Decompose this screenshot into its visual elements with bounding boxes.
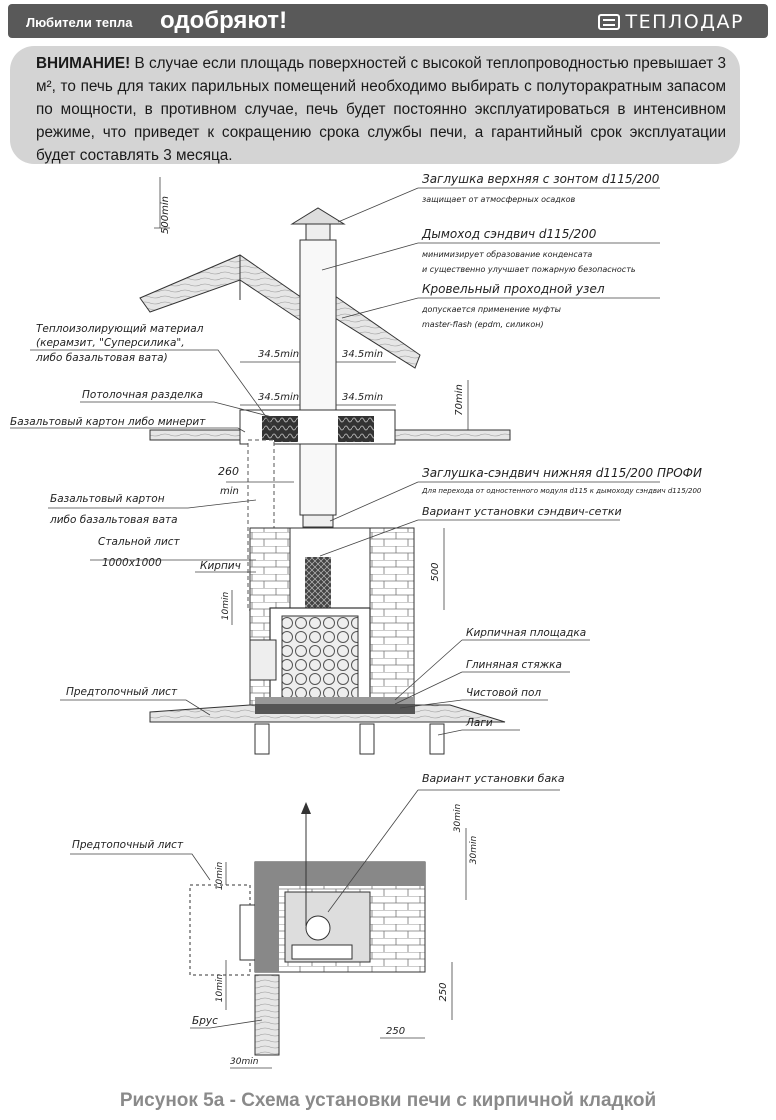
dim-min: min	[220, 486, 239, 497]
dim-34-5-a: 34.5min	[258, 349, 299, 360]
dim-500: 500	[430, 562, 441, 581]
label-insulation-2: (керамзит, "Суперсилика",	[36, 337, 185, 349]
dim-260: 260	[218, 465, 239, 478]
label-brick: Кирпич	[200, 560, 241, 572]
tagline-big: одобряют!	[160, 7, 288, 34]
label-joists: Лаги	[465, 717, 493, 729]
dim-30min-b: 30min	[469, 835, 479, 864]
label-basalt-wall-2: либо базальтовая вата	[49, 514, 178, 526]
dim-70min: 70min	[454, 384, 465, 416]
label-beam: Брус	[192, 1015, 218, 1027]
label-sandwich-note2: и существенно улучшает пожарную безопасн…	[422, 265, 636, 274]
brand-name: ТЕПЛОДАР	[625, 11, 744, 33]
dim-34-5-d: 34.5min	[342, 392, 383, 403]
installation-diagram: Заглушка верхняя с зонтом d115/200 защищ…	[10, 172, 702, 1069]
label-cap-top: Заглушка верхняя с зонтом d115/200	[422, 172, 660, 186]
brand-logo: ТЕПЛОДАР	[597, 11, 744, 33]
plan-view	[189, 802, 426, 1056]
label-mesh-option: Вариант установки сэндвич-сетки	[422, 505, 622, 518]
label-basalt-board: Базальтовый картон либо минерит	[10, 416, 206, 428]
dim-250-a: 250	[438, 982, 449, 1001]
label-pre-furnace-2: Предтопочный лист	[72, 839, 184, 851]
header-banner: Любители тепла одобряют! ТЕПЛОДАР	[8, 4, 768, 38]
dim-30min-a: 30min	[453, 803, 463, 832]
dim-10min-b: 10min	[215, 861, 225, 890]
dim-34-5-b: 34.5min	[342, 349, 383, 360]
label-roof-unit-note1: допускается применение муфты	[421, 305, 561, 314]
warning-box: ВНИМАНИЕ! В случае если площадь поверхно…	[10, 46, 740, 164]
label-tank-option: Вариант установки бака	[422, 772, 565, 785]
label-clay-screed: Глиняная стяжка	[466, 659, 562, 671]
label-basalt-wall-1: Базальтовый картон	[50, 493, 165, 505]
label-steel-sheet-2: 1000x1000	[102, 557, 162, 569]
label-insulation-3: либо базальтовая вата)	[35, 352, 168, 364]
label-cap-bottom: Заглушка-сэндвич нижняя d115/200 ПРОФИ	[422, 466, 702, 480]
dim-10min-a: 10min	[221, 591, 231, 620]
dim-10min-c: 10min	[215, 973, 225, 1002]
floor	[149, 697, 506, 755]
label-finish-floor: Чистовой пол	[466, 687, 541, 699]
tagline-small: Любители тепла	[26, 15, 133, 30]
label-cap-top-note: защищает от атмосферных осадков	[422, 195, 576, 204]
dim-250-b: 250	[386, 1026, 405, 1037]
warning-lead: ВНИМАНИЕ!	[36, 55, 131, 72]
label-insulation-1: Теплоизолирующий материал	[36, 323, 204, 335]
label-sandwich-note1: минимизирует образование конденсата	[422, 250, 592, 259]
label-roof-unit: Кровельный проходной узел	[422, 282, 605, 296]
dimension-lines	[154, 177, 469, 1069]
dim-500min: 500min	[160, 196, 171, 234]
figure-caption: Рисунок 5а - Схема установки печи с кирп…	[119, 1090, 657, 1111]
brand-icon	[597, 14, 620, 30]
label-cap-bottom-note: Для перехода от одностенного модуля d115…	[421, 487, 702, 495]
dim-30min-c: 30min	[230, 1057, 259, 1067]
warning-text: В случае если площадь поверхностей с выс…	[36, 55, 726, 164]
label-ceiling-cut: Потолочная разделка	[82, 389, 203, 401]
leader-lines	[10, 187, 660, 1029]
label-pre-furnace-1: Предтопочный лист	[66, 686, 178, 698]
dim-34-5-c: 34.5min	[258, 392, 299, 403]
brick-enclosure	[249, 527, 415, 709]
label-steel-sheet-1: Стальной лист	[98, 536, 181, 548]
label-roof-unit-note2: master-flash (epdm, силикон)	[422, 320, 544, 329]
label-brick-platform: Кирпичная площадка	[466, 627, 586, 639]
label-sandwich: Дымоход сэндвич d115/200	[421, 227, 597, 241]
